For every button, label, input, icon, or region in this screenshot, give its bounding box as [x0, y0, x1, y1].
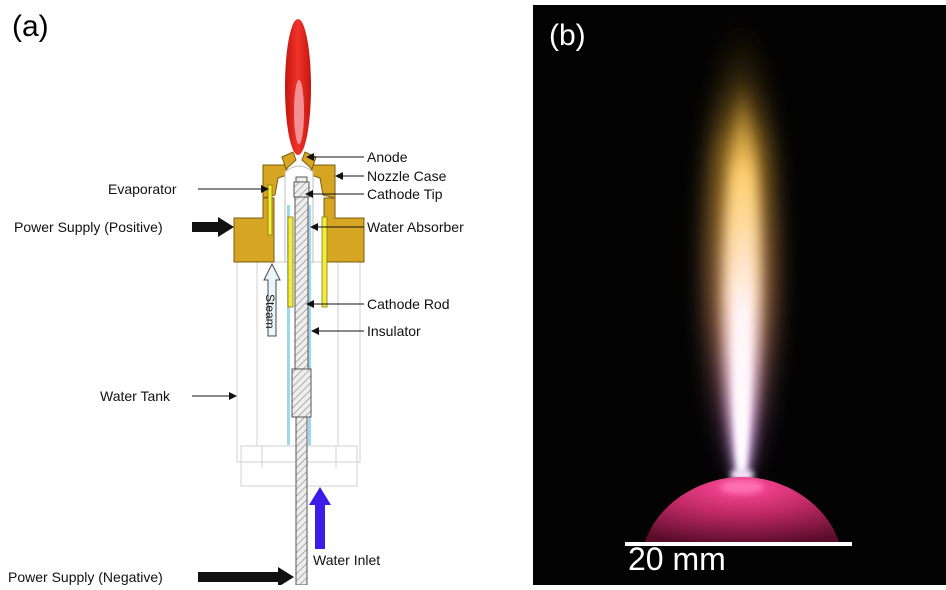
label-water-inlet: Water Inlet: [313, 552, 381, 568]
flame: [285, 19, 311, 155]
scale-bar-label: 20 mm: [628, 541, 726, 577]
label-power-negative: Power Supply (Negative): [8, 569, 163, 585]
power-positive-arrow: [192, 217, 234, 237]
label-power-positive: Power Supply (Positive): [14, 219, 163, 235]
label-water-absorber: Water Absorber: [367, 219, 464, 235]
cathode-glow-dome: [645, 477, 839, 542]
plasma-photo-svg: [625, 10, 852, 546]
label-water-tank: Water Tank: [100, 388, 171, 404]
steam-label: Steam: [263, 294, 277, 329]
label-anode: Anode: [367, 149, 408, 165]
leader-lines: [192, 153, 364, 400]
torch-schematic-svg: Steam: [192, 19, 365, 587]
insulator: [287, 205, 311, 445]
steam-arrow: [263, 262, 281, 337]
panel-a-schematic: Steam: [8, 10, 464, 587]
label-cathode-rod: Cathode Rod: [367, 296, 450, 312]
power-negative-arrow: [198, 567, 294, 587]
water-absorber: [267, 184, 328, 308]
label-nozzle-case: Nozzle Case: [367, 168, 447, 184]
panel-b-letter: (b): [549, 19, 586, 52]
cathode-rod: [291, 176, 312, 586]
plasma-plume: [706, 10, 775, 481]
panel-a-letter: (a): [12, 10, 49, 43]
panel-b-photo: (b) 20 mm: [533, 5, 946, 585]
scale-bar: [625, 542, 852, 546]
label-evaporator: Evaporator: [108, 181, 177, 197]
water-inlet-arrow: [309, 487, 331, 549]
label-insulator: Insulator: [367, 323, 421, 339]
label-cathode-tip: Cathode Tip: [367, 186, 443, 202]
nozzle-case: [233, 164, 365, 263]
